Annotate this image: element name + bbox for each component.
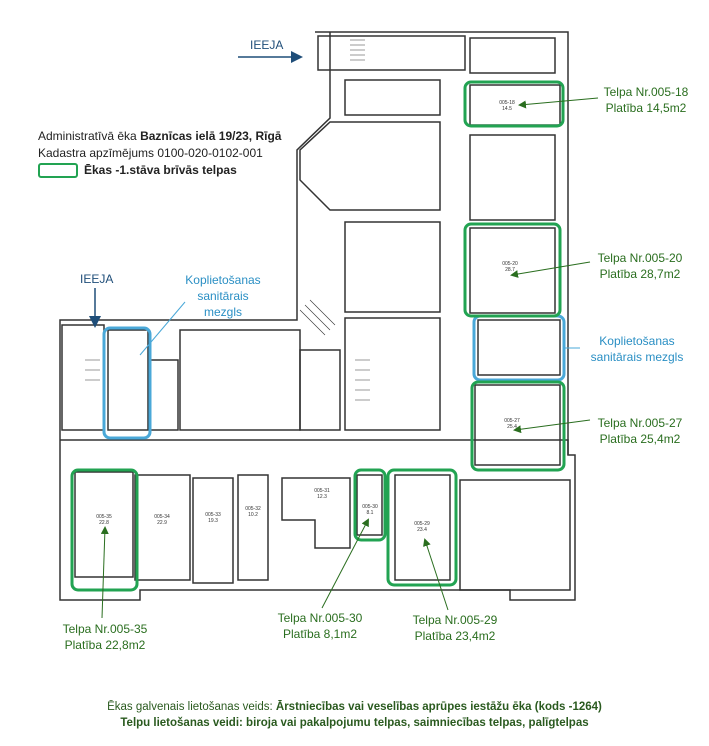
- callout-area: Platība 25,4m2: [599, 432, 681, 446]
- callout-area: Platība 22,8m2: [64, 638, 146, 652]
- room-area: 19.3: [208, 518, 218, 524]
- shared-sanitary-outlines: [102, 314, 566, 440]
- room-label: 005-30: [362, 504, 378, 510]
- room-area: 8.1: [367, 510, 374, 516]
- cadastre-number: Kadastra apzīmējums 0100-020-0102-001: [38, 146, 263, 160]
- callout-area: Platība 14,5m2: [605, 101, 687, 115]
- legend-label: Ēkas -1.stāva brīvās telpas: [84, 163, 237, 177]
- room-area: 22.9: [157, 520, 167, 526]
- callout-name: Telpa Nr.005-35: [62, 622, 148, 636]
- room-area: 25.4: [507, 424, 517, 430]
- room-labels: 005-18 14.5 005-20 28.7 005-27 25.4 005-…: [96, 100, 520, 533]
- building-info: Administratīvā ēka Baznīcas ielā 19/23, …: [38, 128, 281, 179]
- shared-leader-lines: [139, 301, 580, 356]
- room-label: 005-31: [314, 488, 330, 494]
- room-label: 005-29: [414, 521, 430, 527]
- room-label: 005-20: [502, 261, 518, 267]
- room-label: 005-18: [499, 100, 515, 106]
- room-area: 23.4: [417, 527, 427, 533]
- building-address: Baznīcas ielā 19/23, Rīgā: [140, 129, 282, 143]
- shared-sanitary-label: Koplietošanas sanitārais mezgls: [590, 334, 684, 364]
- room-label: 005-33: [205, 512, 221, 518]
- room-area: 14.5: [502, 106, 512, 112]
- entrance-label: IEEJA: [80, 272, 114, 286]
- room-area: 10.2: [248, 512, 258, 518]
- callout-name: Telpa Nr.005-27: [597, 416, 683, 430]
- callout-name: Telpa Nr.005-30: [277, 611, 363, 625]
- free-room-outlines: [70, 80, 566, 592]
- room-label: 005-27: [504, 418, 520, 424]
- room-area: 22.8: [99, 520, 109, 526]
- entrance-arrows: [89, 51, 303, 328]
- room-label: 005-34: [154, 514, 170, 520]
- usage-value: Ārstniecības vai veselības aprūpes iestā…: [275, 701, 602, 713]
- entrance-label: IEEJA: [250, 38, 284, 52]
- building-type: Administratīvā ēka: [38, 129, 137, 143]
- usage-label: Ēkas galvenais lietošanas veids:: [107, 701, 273, 713]
- callout-area: Platība 28,7m2: [599, 267, 681, 281]
- legend-swatch: [38, 163, 78, 179]
- shared-sanitary-label: Koplietošanas sanitārais mezgls: [185, 273, 261, 319]
- building-usage: Ēkas galvenais lietošanas veids: Ārstnie…: [0, 699, 709, 715]
- room-label: 005-32: [245, 506, 261, 512]
- callout-name: Telpa Nr.005-20: [597, 251, 683, 265]
- room-usage: Telpu lietošanas veidi: biroja vai pakal…: [120, 717, 589, 729]
- callout-name: Telpa Nr.005-29: [412, 613, 498, 627]
- callout-area: Platība 8,1m2: [282, 627, 358, 641]
- room-area: 28.7: [505, 267, 515, 273]
- walls: [59, 31, 576, 601]
- stairs: [85, 39, 370, 401]
- callout-name: Telpa Nr.005-18: [603, 85, 689, 99]
- room-label: 005-35: [96, 514, 112, 520]
- callout-arrows: [100, 97, 599, 619]
- callout-area: Platība 23,4m2: [414, 629, 496, 643]
- room-area: 12.3: [317, 494, 327, 500]
